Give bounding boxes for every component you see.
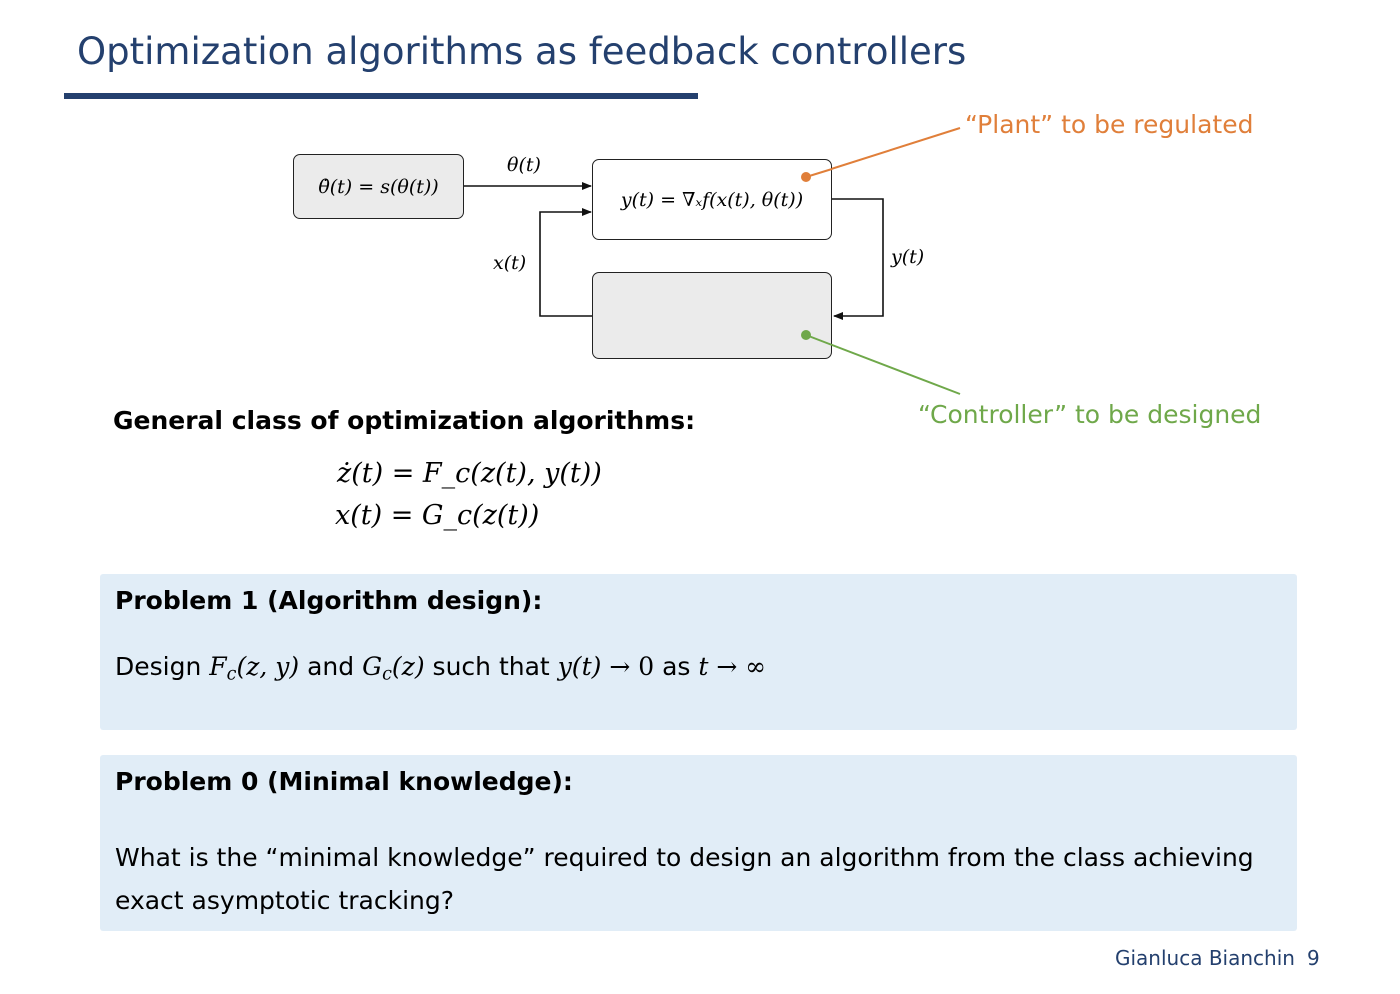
plant-equation: y(t) = ∇ₓf(x(t), θ(t)) <box>620 188 804 211</box>
problem-0-line-1: What is the “minimal knowledge” required… <box>115 843 1254 872</box>
y-output-arrow <box>832 198 884 320</box>
y-edge-label: y(t) <box>891 246 925 268</box>
x-edge-label: x(t) <box>493 252 527 274</box>
footer-author: Gianluca Bianchin <box>1115 946 1295 970</box>
problem-1-word-and: and <box>307 652 355 681</box>
problem-1-block: Problem 1 (Algorithm design): Design Fc(… <box>100 574 1297 730</box>
plant-leader-start <box>805 168 833 178</box>
problem-1-math-gc: Gc(z) <box>362 652 425 685</box>
problem-1-text: Design Fc(z, y) and Gc(z) such that y(t)… <box>115 652 766 684</box>
controller-leader-start <box>805 334 833 346</box>
controller-box <box>592 272 832 359</box>
plant-annotation: “Plant” to be regulated <box>965 110 1254 139</box>
theta-edge-label: θ(t) <box>507 154 541 176</box>
equation-x: x(t) = G_c(z(t)) <box>335 500 540 531</box>
problem-1-math-limit-t: t → ∞ <box>698 652 767 681</box>
exosystem-box: θ̇(t) = s(θ(t)) <box>293 154 464 219</box>
problem-1-math-fc: Fc(z, y) <box>209 652 300 685</box>
title-underline <box>64 93 698 99</box>
exosystem-equation: θ̇(t) = s(θ(t)) <box>318 175 439 198</box>
problem-1-title: Problem 1 (Algorithm design): <box>115 586 543 615</box>
problem-1-word-design: Design <box>115 652 202 681</box>
controller-annotation: “Controller” to be designed <box>918 400 1262 429</box>
plant-box: y(t) = ∇ₓf(x(t), θ(t)) <box>592 159 832 240</box>
equation-z-dot: ż(t) = F_c(z(t), y(t)) <box>337 458 602 489</box>
problem-0-line-2: exact asymptotic tracking? <box>115 886 455 915</box>
problem-1-math-limit-y: y(t) → 0 <box>557 652 655 681</box>
slide-title: Optimization algorithms as feedback cont… <box>77 30 967 73</box>
x-feedback-arrow <box>539 208 592 317</box>
general-class-heading: General class of optimization algorithms… <box>113 406 696 435</box>
footer-page-number: 9 <box>1307 946 1320 970</box>
problem-0-title: Problem 0 (Minimal knowledge): <box>115 767 573 796</box>
problem-1-word-as: as <box>662 652 691 681</box>
problem-1-word-such-that: such that <box>432 652 550 681</box>
problem-0-block: Problem 0 (Minimal knowledge): What is t… <box>100 755 1297 931</box>
